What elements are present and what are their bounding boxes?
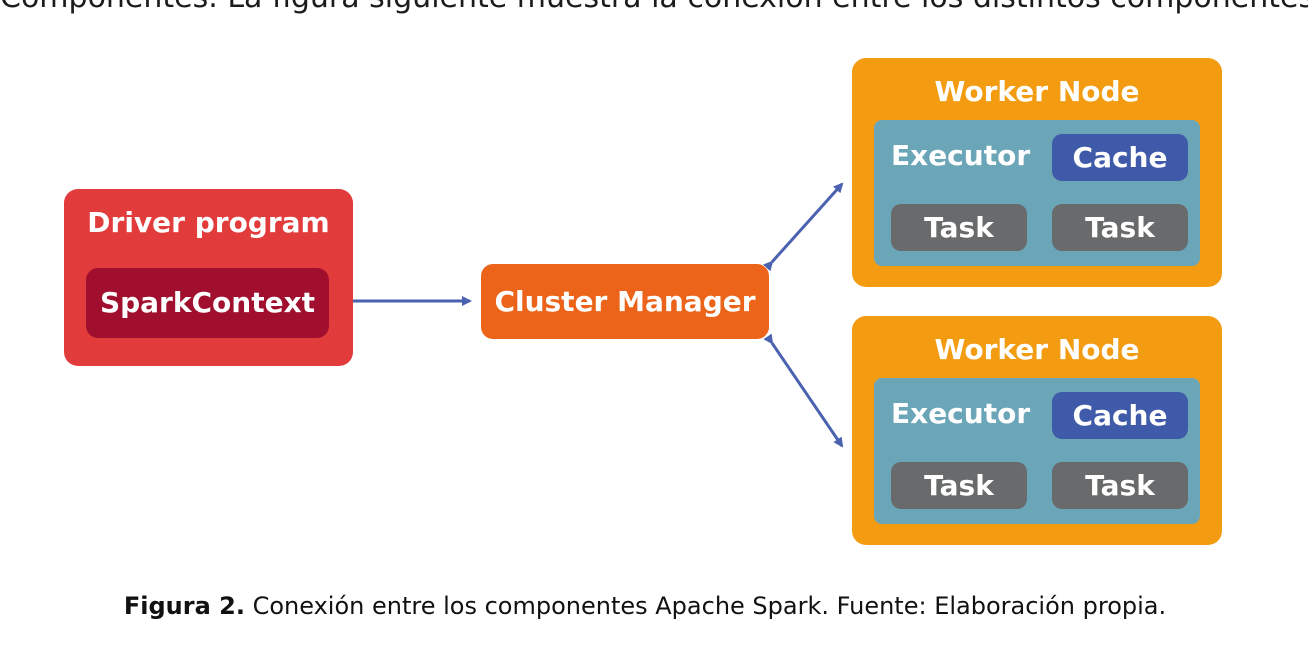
worker-node-title: Worker Node [934, 75, 1140, 108]
task-box: Task [891, 462, 1027, 509]
cluster-manager-box: Cluster Manager [481, 264, 769, 339]
worker-node-2: Worker Node Executor Cache Task Task [852, 316, 1222, 545]
caption-text: Conexión entre los componentes Apache Sp… [244, 592, 1167, 620]
task-box: Task [891, 204, 1027, 251]
intro-text: Componentes. La figura siguiente muestra… [0, 0, 1308, 18]
executor-box: Executor Cache Task Task [874, 120, 1200, 266]
executor-box: Executor Cache Task Task [874, 378, 1200, 524]
spark-context-box: SparkContext [86, 268, 329, 338]
executor-label: Executor [891, 397, 1031, 430]
cache-box: Cache [1052, 392, 1188, 439]
figure-caption: Figura 2. Conexión entre los componentes… [0, 588, 1290, 624]
arrow-cluster-worker-2 [763, 333, 844, 448]
caption-label: Figura 2. [123, 592, 245, 620]
task-box: Task [1052, 204, 1188, 251]
executor-label: Executor [891, 139, 1031, 172]
arrow-cluster-worker-1 [762, 182, 844, 272]
task-box: Task [1052, 462, 1188, 509]
worker-node-title: Worker Node [934, 333, 1140, 366]
driver-program-title: Driver program [87, 206, 330, 239]
worker-node-1: Worker Node Executor Cache Task Task [852, 58, 1222, 287]
cache-box: Cache [1052, 134, 1188, 181]
